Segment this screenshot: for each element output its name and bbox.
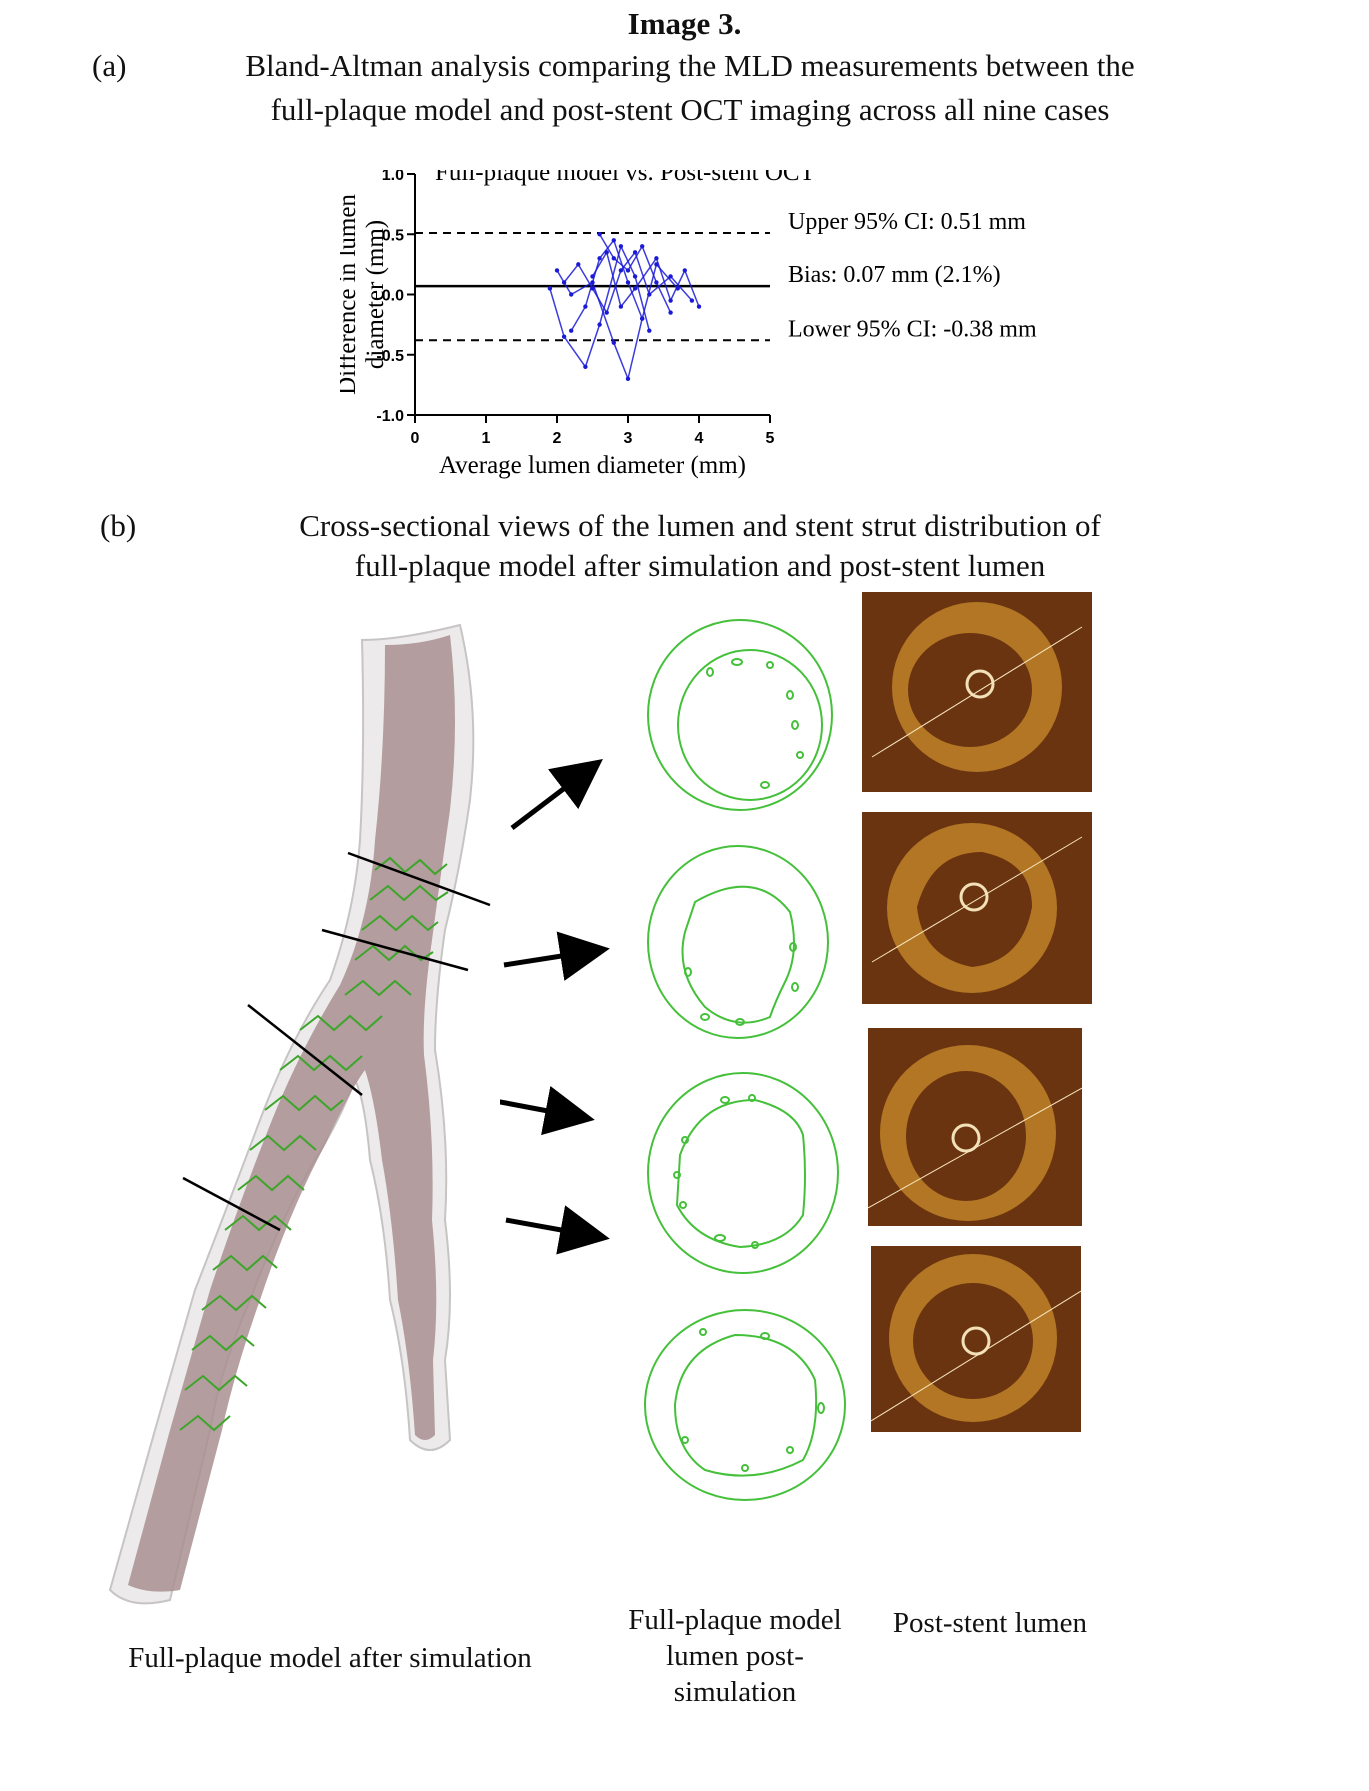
reference-lines: Upper 95% CI: 0.51 mm Bias: 0.07 mm (2.1%… <box>415 209 1037 342</box>
data-point <box>597 256 602 261</box>
x-tick-label: 0 <box>411 430 420 447</box>
data-point <box>618 304 624 309</box>
data-point <box>576 262 581 267</box>
arrow-3 <box>500 1085 595 1136</box>
cross-section-contours <box>644 619 846 1501</box>
data-point <box>569 292 574 297</box>
y-tick-label: 0.5 <box>382 227 404 244</box>
y-tick-label: 1.0 <box>382 170 404 184</box>
ref-label-upper: Upper 95% CI: 0.51 mm <box>788 209 1026 235</box>
data-point <box>590 280 595 285</box>
x-axis-label: Average lumen diameter (mm) <box>439 452 746 479</box>
panel-b-caption-line2: full-plaque model after simulation and p… <box>354 548 1046 583</box>
data-points <box>547 232 702 382</box>
contour-section-3 <box>647 1072 839 1274</box>
bland-altman-svg: Difference in lumen diameter (mm) Full-p… <box>334 159 1037 479</box>
data-point <box>668 298 673 303</box>
x-tick-label: 5 <box>766 430 775 447</box>
data-point <box>583 364 588 369</box>
series-line-5 <box>556 270 643 382</box>
data-point <box>611 238 616 243</box>
data-point <box>554 268 560 273</box>
y-tick-label: 0.0 <box>382 288 404 305</box>
x-tick-label: 1 <box>482 430 491 447</box>
bland-altman-chart: Difference in lumen diameter (mm) Full-p… <box>334 159 1350 550</box>
label-post-stent-lumen: Post-stent lumen <box>892 1607 1088 1639</box>
data-point <box>632 286 638 291</box>
contour-section-4 <box>644 1309 846 1501</box>
x-tick-label: 4 <box>695 430 704 447</box>
arrow-2 <box>503 931 610 981</box>
data-point <box>611 256 616 261</box>
panel-a-caption-line1: Bland-Altman analysis comparing the MLD … <box>245 48 1135 83</box>
data-point <box>640 244 645 249</box>
data-point <box>604 310 609 315</box>
data-point <box>583 304 588 309</box>
ref-label-bias: Bias: 0.07 mm (2.1%) <box>788 262 1001 288</box>
data-point <box>590 274 595 279</box>
data-point <box>654 280 659 285</box>
vessel-lumen <box>128 635 455 1592</box>
data-point <box>632 274 638 279</box>
data-point <box>647 328 652 333</box>
series-line-6 <box>598 233 672 313</box>
y-axis-label-line1: Difference in lumen <box>340 194 361 395</box>
data-point <box>618 244 624 249</box>
data-point <box>668 310 673 315</box>
label-sections-line1: Full-plaque model <box>628 1604 842 1636</box>
data-point <box>654 256 659 261</box>
stent-mesh <box>179 856 449 1432</box>
oct-image-3 <box>868 1028 1082 1226</box>
contour-section-2 <box>647 845 829 1039</box>
label-sections-line2: lumen post- <box>666 1640 804 1672</box>
arrow-1 <box>510 758 603 830</box>
data-point <box>618 268 624 273</box>
y-tick-label: -1.0 <box>376 408 404 425</box>
data-point <box>668 274 673 279</box>
data-point <box>561 334 567 339</box>
panel-a-tag: (a) <box>92 48 127 83</box>
contour-section-1 <box>647 619 833 811</box>
data-point <box>689 298 695 303</box>
chart-axes: 0 1 2 3 4 5 1.0 0.5 0.0 -0.5 -1.0 <box>376 167 775 447</box>
data-point <box>547 286 553 291</box>
data-point <box>682 268 687 273</box>
arrow-4 <box>505 1205 610 1255</box>
chart-title: Full-plaque model vs. Post-stent OCT <box>435 170 815 186</box>
oct-image-2 <box>862 812 1092 1004</box>
label-model-after-simulation: Full-plaque model after simulation <box>128 1642 532 1674</box>
vessel-model-illustration <box>108 623 491 1605</box>
oct-image-1 <box>862 592 1092 792</box>
data-point <box>597 232 602 237</box>
y-axis-label-line2: diameter (mm) <box>362 220 389 369</box>
data-point <box>625 268 631 273</box>
section-arrows <box>500 758 610 1255</box>
series-line-4 <box>591 250 700 309</box>
x-tick-label: 3 <box>624 430 633 447</box>
panel-a-caption-line2: full-plaque model and post-stent OCT ima… <box>270 92 1110 127</box>
y-tick-label: -0.5 <box>376 348 404 365</box>
data-point <box>611 340 616 345</box>
data-point <box>604 250 609 255</box>
data-point <box>625 280 631 285</box>
x-tick-label: 2 <box>553 430 562 447</box>
data-point <box>569 328 574 333</box>
panel-b-caption-line1: Cross-sectional views of the lumen and s… <box>299 508 1101 543</box>
data-point <box>640 316 645 321</box>
label-sections-line3: simulation <box>673 1676 797 1708</box>
data-point <box>625 376 631 382</box>
oct-image-4 <box>871 1246 1081 1432</box>
data-point <box>597 322 602 327</box>
data-point <box>632 250 638 255</box>
cross-section-lines <box>182 851 491 1232</box>
panel-b-tag: (b) <box>100 508 137 543</box>
figure-title: Image 3. <box>627 6 742 41</box>
data-point <box>696 304 702 309</box>
ref-label-lower: Lower 95% CI: -0.38 mm <box>788 316 1037 342</box>
series-line-2 <box>570 238 679 332</box>
